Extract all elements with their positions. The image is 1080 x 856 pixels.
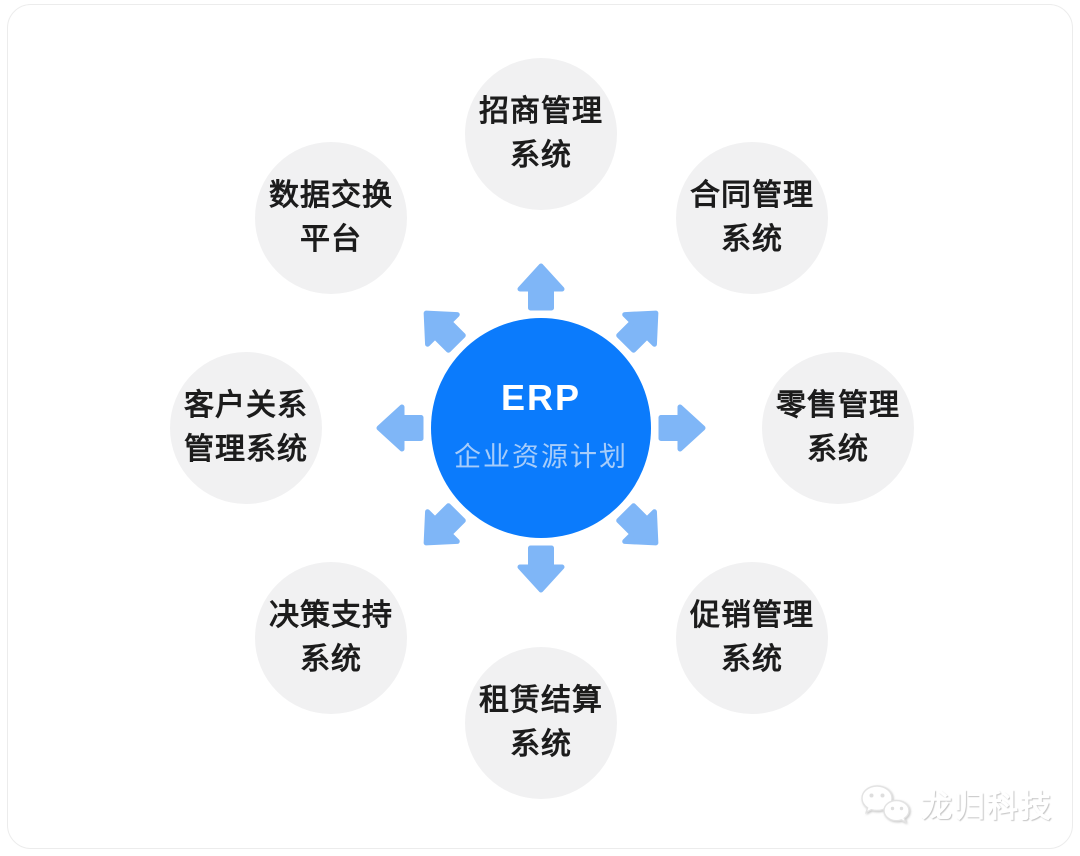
node-label-line2: 系统 [721, 643, 783, 676]
node-promotion-management-system: 促销管理 系统 [676, 562, 828, 714]
node-label-line1: 促销管理 [690, 599, 814, 632]
node-label-line1: 数据交换 [269, 179, 393, 212]
node-lease-settlement-system: 租赁结算 系统 [465, 647, 617, 799]
node-data-exchange-platform: 数据交换 平台 [255, 142, 407, 294]
node-retail-management-system: 零售管理 系统 [762, 352, 914, 504]
brand-name: 龙归科技 [921, 789, 1053, 824]
arrow-down-icon [515, 543, 567, 595]
node-label: 招商管理 系统 [479, 90, 603, 178]
node-label-line2: 平台 [300, 223, 362, 256]
arrow-down-left-icon [404, 491, 478, 565]
erp-center-circle: ERP 企业资源计划 [431, 318, 651, 538]
erp-subtitle: 企业资源计划 [454, 441, 628, 472]
node-decision-support-system: 决策支持 系统 [255, 562, 407, 714]
node-label: 零售管理 系统 [776, 384, 900, 472]
node-label-line1: 租赁结算 [479, 684, 603, 717]
node-contract-management-system: 合同管理 系统 [676, 142, 828, 294]
erp-title: ERP [500, 376, 582, 418]
arrow-right-icon [656, 402, 708, 454]
node-label-line2: 系统 [510, 728, 572, 761]
node-label: 客户关系 管理系统 [184, 384, 308, 472]
arrow-left-icon [374, 402, 426, 454]
arrow-up-right-icon [604, 291, 678, 365]
node-label: 租赁结算 系统 [479, 679, 603, 767]
node-label: 促销管理 系统 [690, 594, 814, 682]
node-label-line2: 系统 [300, 643, 362, 676]
node-label-line2: 系统 [807, 433, 869, 466]
arrow-up-icon [515, 261, 567, 313]
node-label-line1: 零售管理 [776, 389, 900, 422]
node-label: 决策支持 系统 [269, 594, 393, 682]
node-label-line1: 客户关系 [184, 389, 308, 422]
node-label-line1: 合同管理 [690, 179, 814, 212]
node-label: 合同管理 系统 [690, 174, 814, 262]
node-label-line2: 管理系统 [184, 433, 308, 466]
node-label-line2: 系统 [510, 139, 572, 172]
node-label: 数据交换 平台 [269, 174, 393, 262]
node-customer-relationship-management-system: 客户关系 管理系统 [170, 352, 322, 504]
node-investment-management-system: 招商管理 系统 [465, 58, 617, 210]
node-label-line1: 决策支持 [269, 599, 393, 632]
node-label-line1: 招商管理 [479, 95, 603, 128]
brand-watermark: 龙归科技 [859, 781, 1053, 826]
arrow-up-left-icon [404, 291, 478, 365]
arrow-down-right-icon [604, 491, 678, 565]
diagram-card: 招商管理 系统 合同管理 系统 零售管理 系统 促销管理 系统 租赁结算 [7, 4, 1073, 849]
node-label-line2: 系统 [721, 223, 783, 256]
wechat-icon [859, 783, 911, 825]
